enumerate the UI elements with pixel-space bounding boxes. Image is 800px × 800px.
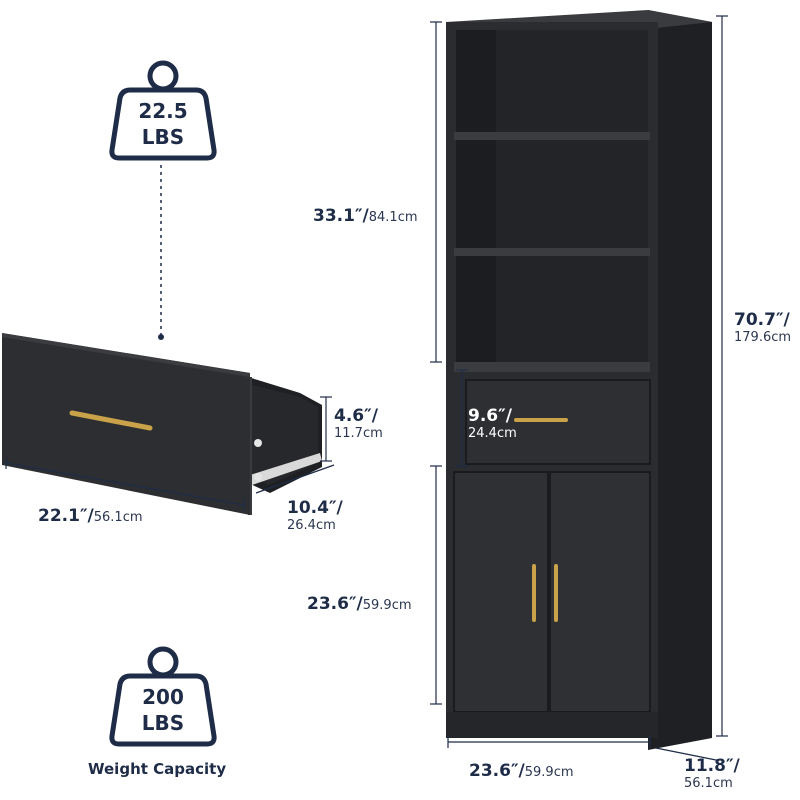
drawer-depth-in: 10.4″/ — [287, 498, 343, 518]
cabinet-bottom-cm: 59.9cm — [362, 598, 412, 613]
cabinet-top-cm: 84.1cm — [368, 210, 418, 225]
drawer-height-label: 4.6″/ 11.7cm — [334, 406, 383, 441]
cabinet-drawer-in: 9.6″/ — [468, 406, 512, 426]
cabinet-depth-cm: 56.1cm — [684, 776, 733, 791]
drawer-depth-cm: 26.4cm — [287, 518, 336, 533]
cabinet-total-cm: 179.6cm — [734, 330, 792, 345]
weight-capacity-caption: Weight Capacity — [88, 760, 227, 778]
cabinet-total-height-label: 70.7″/ 179.6cm — [734, 310, 791, 345]
drawer-weight-value: 22.5 — [138, 99, 187, 123]
drawer-width-in: 22.1″/ — [38, 506, 94, 526]
drawer-weight-unit: LBS — [142, 125, 184, 149]
cabinet-depth-label: 11.8″/ 56.1cm — [684, 756, 740, 791]
cabinet-drawer-label: 9.6″/ 24.4cm — [468, 406, 517, 441]
cabinet-bottom-in: 23.6″/ — [307, 594, 363, 614]
drawer-depth-label: 10.4″/ 26.4cm — [287, 498, 343, 533]
drawer-height-in: 4.6″/ — [334, 406, 378, 426]
cabinet-weight-value: 200 — [142, 685, 184, 709]
cabinet-top-in: 33.1″/ — [313, 206, 369, 226]
cabinet-width-in: 23.6″/ — [469, 761, 525, 781]
drawer-illustration — [2, 333, 335, 515]
cabinet-top-label: 33.1″/84.1cm — [313, 206, 418, 226]
cabinet-dimension-lines — [430, 15, 728, 761]
cabinet-total-in: 70.7″/ — [734, 310, 790, 330]
cabinet-depth-in: 11.8″/ — [684, 756, 740, 776]
weight-icon: 22.5 LBS — [109, 60, 217, 161]
cabinet-width-label: 23.6″/59.9cm — [469, 761, 574, 781]
drawer-width-label: 22.1″/56.1cm — [38, 506, 143, 526]
weight-icon-drawer: 22.5 LBS — [108, 56, 218, 164]
dotted-connector — [158, 165, 164, 340]
cabinet-width-cm: 59.9cm — [524, 765, 574, 780]
weight-icon-cabinet: 200 LBS — [108, 642, 218, 750]
cabinet-illustration — [446, 10, 712, 750]
drawer-width-cm: 56.1cm — [93, 510, 143, 525]
cabinet-weight-unit: LBS — [142, 711, 184, 735]
weight-icon: 200 LBS — [109, 646, 217, 747]
drawer-height-cm: 11.7cm — [334, 426, 383, 441]
drawer-handle — [69, 410, 153, 431]
cabinet-bottom-label: 23.6″/59.9cm — [307, 594, 412, 614]
cabinet-drawer-cm: 24.4cm — [468, 426, 517, 441]
